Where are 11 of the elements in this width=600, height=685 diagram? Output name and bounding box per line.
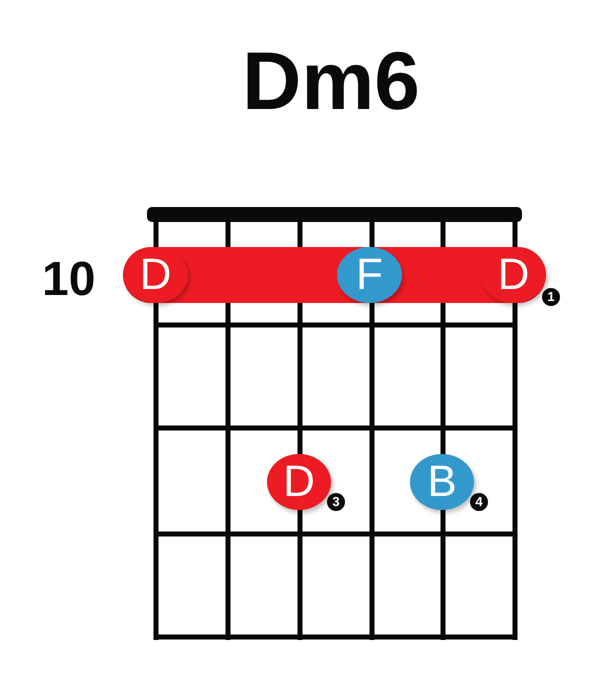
chord-title: Dm6	[241, 41, 421, 123]
note-dot: D	[123, 247, 188, 303]
note-dot: F	[337, 247, 402, 303]
finger-number: 1	[542, 288, 560, 306]
note-dot: D	[481, 247, 546, 303]
note-dot: B	[410, 454, 474, 510]
fret-number: 10	[42, 256, 96, 304]
note-dot: D	[267, 454, 331, 510]
finger-number: 4	[470, 493, 488, 511]
finger-number: 3	[327, 493, 345, 511]
barre-band	[123, 247, 546, 303]
